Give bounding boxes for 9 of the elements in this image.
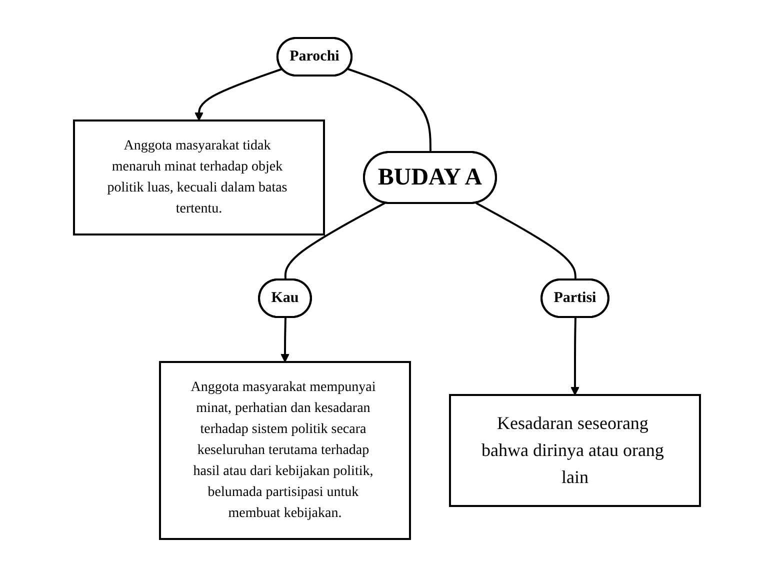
arrow bbox=[194, 68, 282, 121]
node-box: Anggota masyarakat mempunyai minat, perhatian dan kesadaran terhadap sistem politik secara keseluruhan terutama terhadap hasil atau dari kebijakan politik, belumada partisipasi untuk membuat kebijakan. bbox=[158, 361, 410, 540]
node-box: Anggota masyarakat tidak menaruh minat terhadap objek politik luas, kecuali dalam batas tertentu. bbox=[72, 120, 324, 236]
connector bbox=[347, 68, 431, 152]
node-box: Kesadaran seseorang bahwa dirinya atau orang lain bbox=[448, 394, 700, 507]
arrow bbox=[280, 317, 289, 362]
arrow bbox=[570, 317, 579, 396]
connector bbox=[284, 202, 385, 280]
connector bbox=[475, 202, 576, 280]
